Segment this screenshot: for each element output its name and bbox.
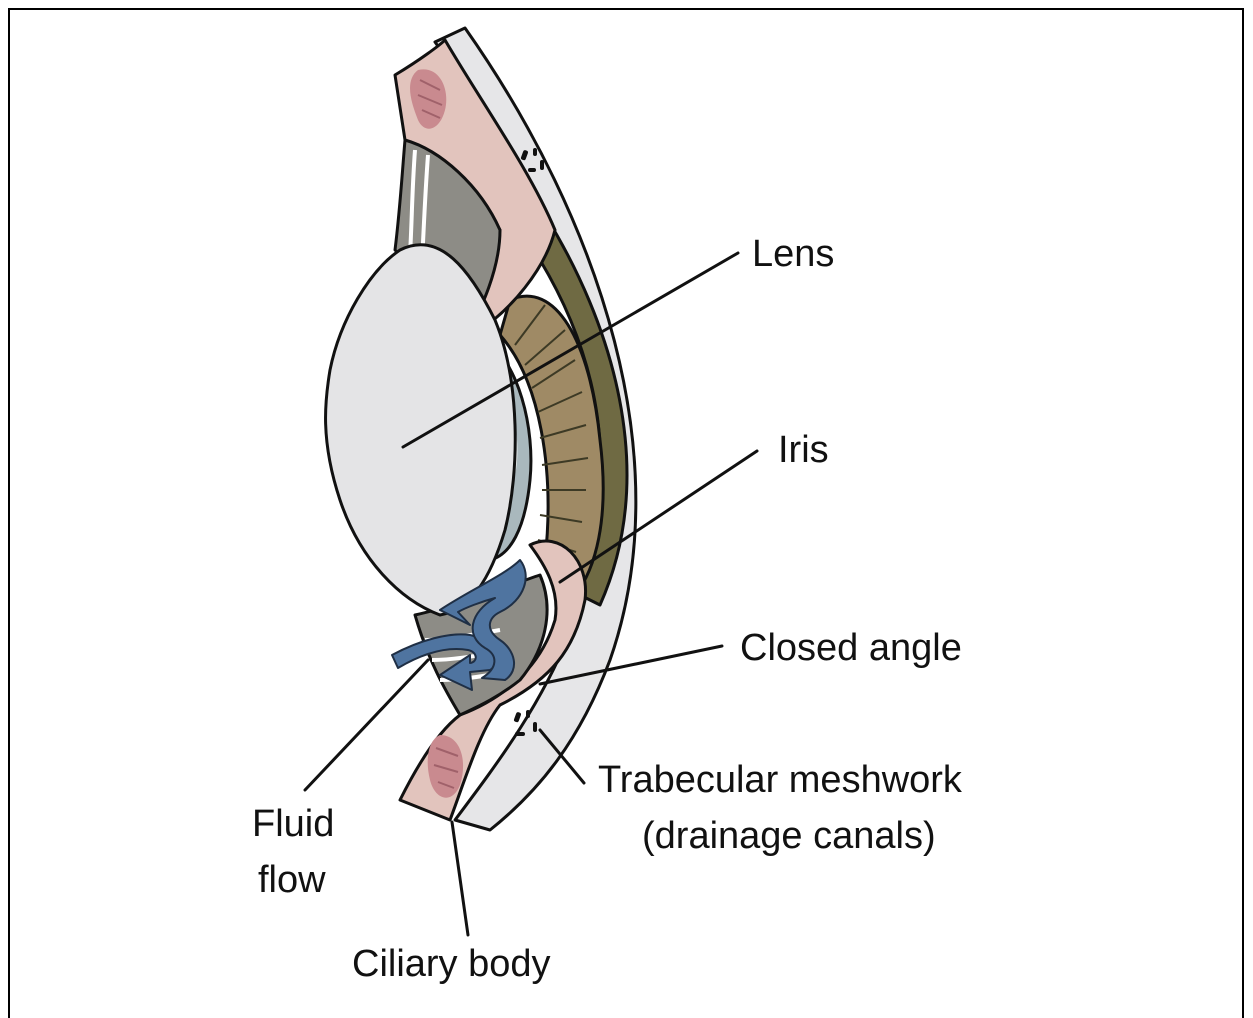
label-ciliary-body: Ciliary body [352, 943, 551, 985]
label-lens: Lens [752, 233, 834, 275]
label-fluid-line1: Fluid [252, 803, 334, 845]
fluid-flow-leader [305, 660, 428, 790]
label-trabecular-line1: Trabecular meshwork [598, 759, 963, 801]
ciliary-body-leader [452, 822, 468, 935]
label-closed-angle: Closed angle [740, 627, 962, 669]
label-iris: Iris [778, 429, 829, 471]
label-fluid-line2: flow [258, 859, 326, 901]
label-trabecular-line2: (drainage canals) [642, 815, 936, 857]
